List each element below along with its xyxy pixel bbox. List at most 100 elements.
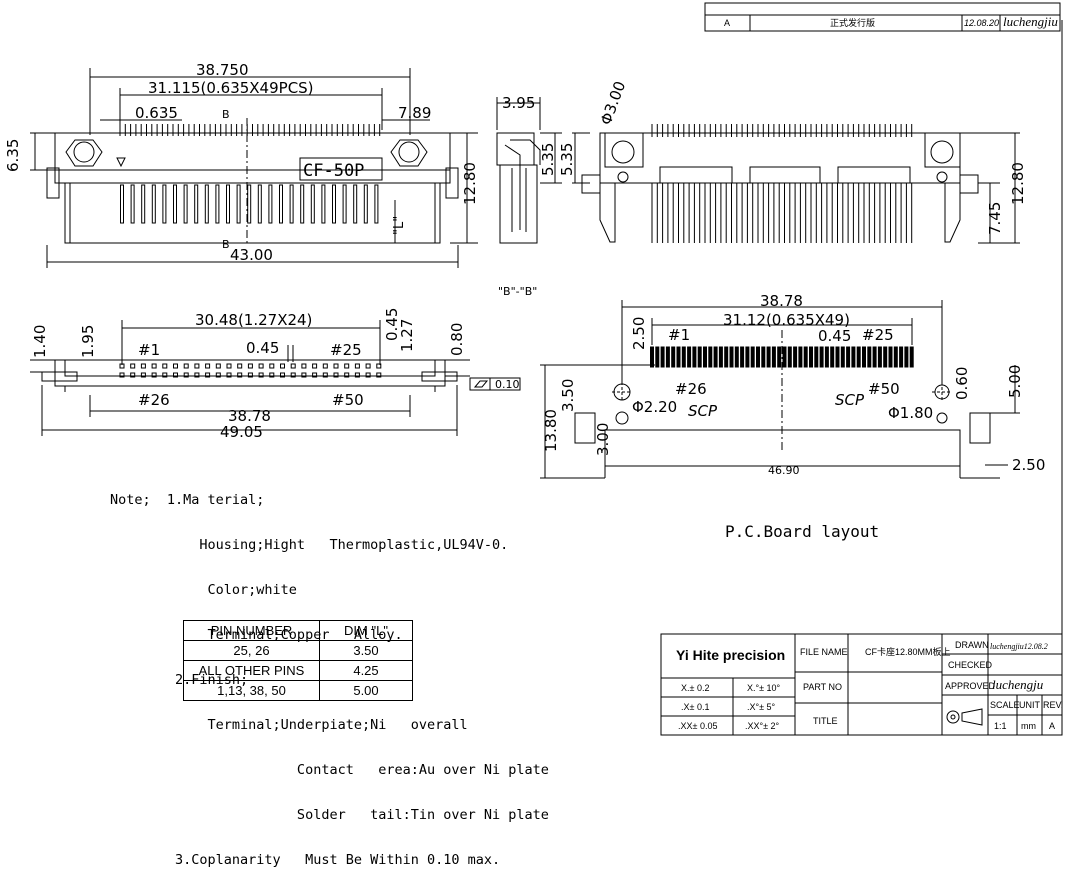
bottom-pin (312, 372, 318, 378)
approved-label: APPROVED (945, 681, 996, 691)
pcb-pad (681, 346, 686, 368)
bottom-pin-50: #50 (332, 391, 364, 409)
front-pin-lower (120, 184, 124, 224)
front-l-label: "L" (392, 216, 407, 235)
front-pin-lower (279, 184, 283, 224)
bottom-pin (215, 363, 221, 369)
front-pin-lower (321, 184, 326, 224)
note-line: Solder tail:Tin over Ni plate (110, 807, 549, 823)
front-pin-lower (130, 184, 135, 224)
rear-dim-h3: 12.80 (1009, 162, 1027, 205)
note-line: Terminal;Underpiate;Ni overall (110, 717, 468, 733)
front-dim-left-height: 6.35 (4, 139, 22, 172)
pcb-hole1: Φ2.20 (632, 398, 677, 416)
note-line: Note; 1.Ma terial; (110, 492, 265, 508)
pcb-pin-26: #26 (675, 380, 707, 398)
front-pin-lower (215, 184, 220, 224)
pcb-pad (851, 346, 856, 368)
pcb-pin-25: #25 (862, 326, 894, 344)
pcb-pad (893, 346, 898, 368)
bottom-dim-left2: 1.95 (79, 325, 97, 358)
section-label: "B"-"B" (498, 285, 537, 298)
front-pin-lower (173, 184, 177, 224)
table-cell: 1,13, 38, 50 (183, 680, 320, 701)
pcb-pad (655, 346, 660, 368)
bottom-pin (162, 372, 168, 378)
pcb-pad (793, 346, 798, 368)
tol-0-0: X.± 0.2 (681, 683, 709, 693)
front-pin-lower (151, 184, 156, 224)
bottom-pin (322, 372, 328, 378)
pcb-dim-pitch-span: 31.12(0.635X49) (723, 311, 850, 329)
bottom-dim-left1: 1.40 (31, 325, 49, 358)
bottom-pin (205, 363, 211, 369)
front-pin-lower (141, 184, 146, 224)
bottom-dim-d2: 1.27 (398, 319, 416, 352)
table-cell: 3.50 (319, 640, 413, 661)
front-pin-lower (204, 184, 209, 224)
drawn-value: luchengjiu12.08.2 (990, 642, 1048, 651)
bottom-pin (119, 363, 125, 369)
drawn-label: DRAWN (955, 640, 989, 650)
rear-view: Φ3.00 5.35 7.45 12.80 (558, 79, 1027, 244)
bottom-pin (226, 363, 232, 369)
pcb-pad (862, 346, 866, 368)
pcb-pad (660, 346, 665, 368)
bottom-pin (215, 372, 221, 378)
pcb-dim-3-50: 3.50 (559, 379, 577, 412)
pcb-pad (777, 346, 782, 368)
bottom-pin (322, 363, 328, 369)
section-mark-top: B (222, 108, 230, 121)
bottom-pin (344, 372, 350, 378)
rev-letter: A (724, 18, 730, 28)
bottom-pin (237, 372, 243, 378)
pcb-pad (734, 346, 739, 368)
front-pin-lower (289, 184, 294, 224)
front-pin-lower (300, 184, 305, 224)
bottom-pin (344, 363, 350, 369)
dim-l-table: PIN NUMBER DIM "L" 25, 26 3.50 ALL OTHER… (183, 620, 413, 701)
table-header: PIN NUMBER (183, 620, 320, 641)
front-pin-lower (194, 184, 199, 224)
pcb-pad (814, 346, 819, 368)
pcb-pad (756, 346, 760, 368)
bottom-pin (258, 372, 264, 378)
rear-hole-dim: Φ3.00 (597, 79, 629, 128)
pcb-pad (909, 346, 914, 368)
front-pin-lower (226, 184, 230, 224)
bottom-dim-pitch-span: 30.48(1.27X24) (195, 311, 312, 329)
table-cell: ALL OTHER PINS (183, 660, 320, 681)
bottom-pin (183, 372, 189, 378)
pcb-pad (888, 346, 893, 368)
bottom-pin (365, 363, 371, 369)
pcb-pad (819, 346, 824, 368)
unit-value: mm (1021, 721, 1036, 731)
bottom-pin (173, 372, 178, 378)
note-line: Contact erea:Au over Ni plate (110, 762, 549, 778)
front-pin-lower (353, 184, 358, 224)
front-dim-pitch: 0.635 (135, 104, 178, 122)
front-pins-top (119, 124, 381, 136)
bottom-pin (280, 372, 285, 378)
pcb-pin-1: #1 (668, 326, 690, 344)
pcb-pad (824, 346, 829, 368)
front-pins-bottom (120, 184, 379, 224)
bottom-pin (365, 372, 371, 378)
tol-2-0: .XX± 0.05 (678, 721, 717, 731)
pcb-dim-2-50b: 2.50 (1012, 456, 1045, 474)
front-pin-lower (268, 184, 273, 224)
pcb-pad (872, 346, 877, 368)
scale-value: 1:1 (994, 721, 1007, 731)
rear-dim-h2: 7.45 (986, 202, 1004, 235)
pcb-pad (835, 346, 840, 368)
front-pin-lower (374, 184, 379, 224)
bottom-pin (194, 363, 200, 369)
front-dim-right-height: 12.80 (461, 162, 479, 205)
unit-label: UNIT (1019, 700, 1040, 710)
tol-2-1: .XX°± 2° (745, 721, 780, 731)
front-dim-bottom-width: 43.00 (230, 246, 273, 264)
pcb-dim-0-60: 0.60 (953, 367, 971, 400)
pcb-pad (729, 346, 734, 368)
pcb-pad (697, 346, 702, 368)
pcb-dim-3-00: 3.00 (594, 423, 612, 456)
